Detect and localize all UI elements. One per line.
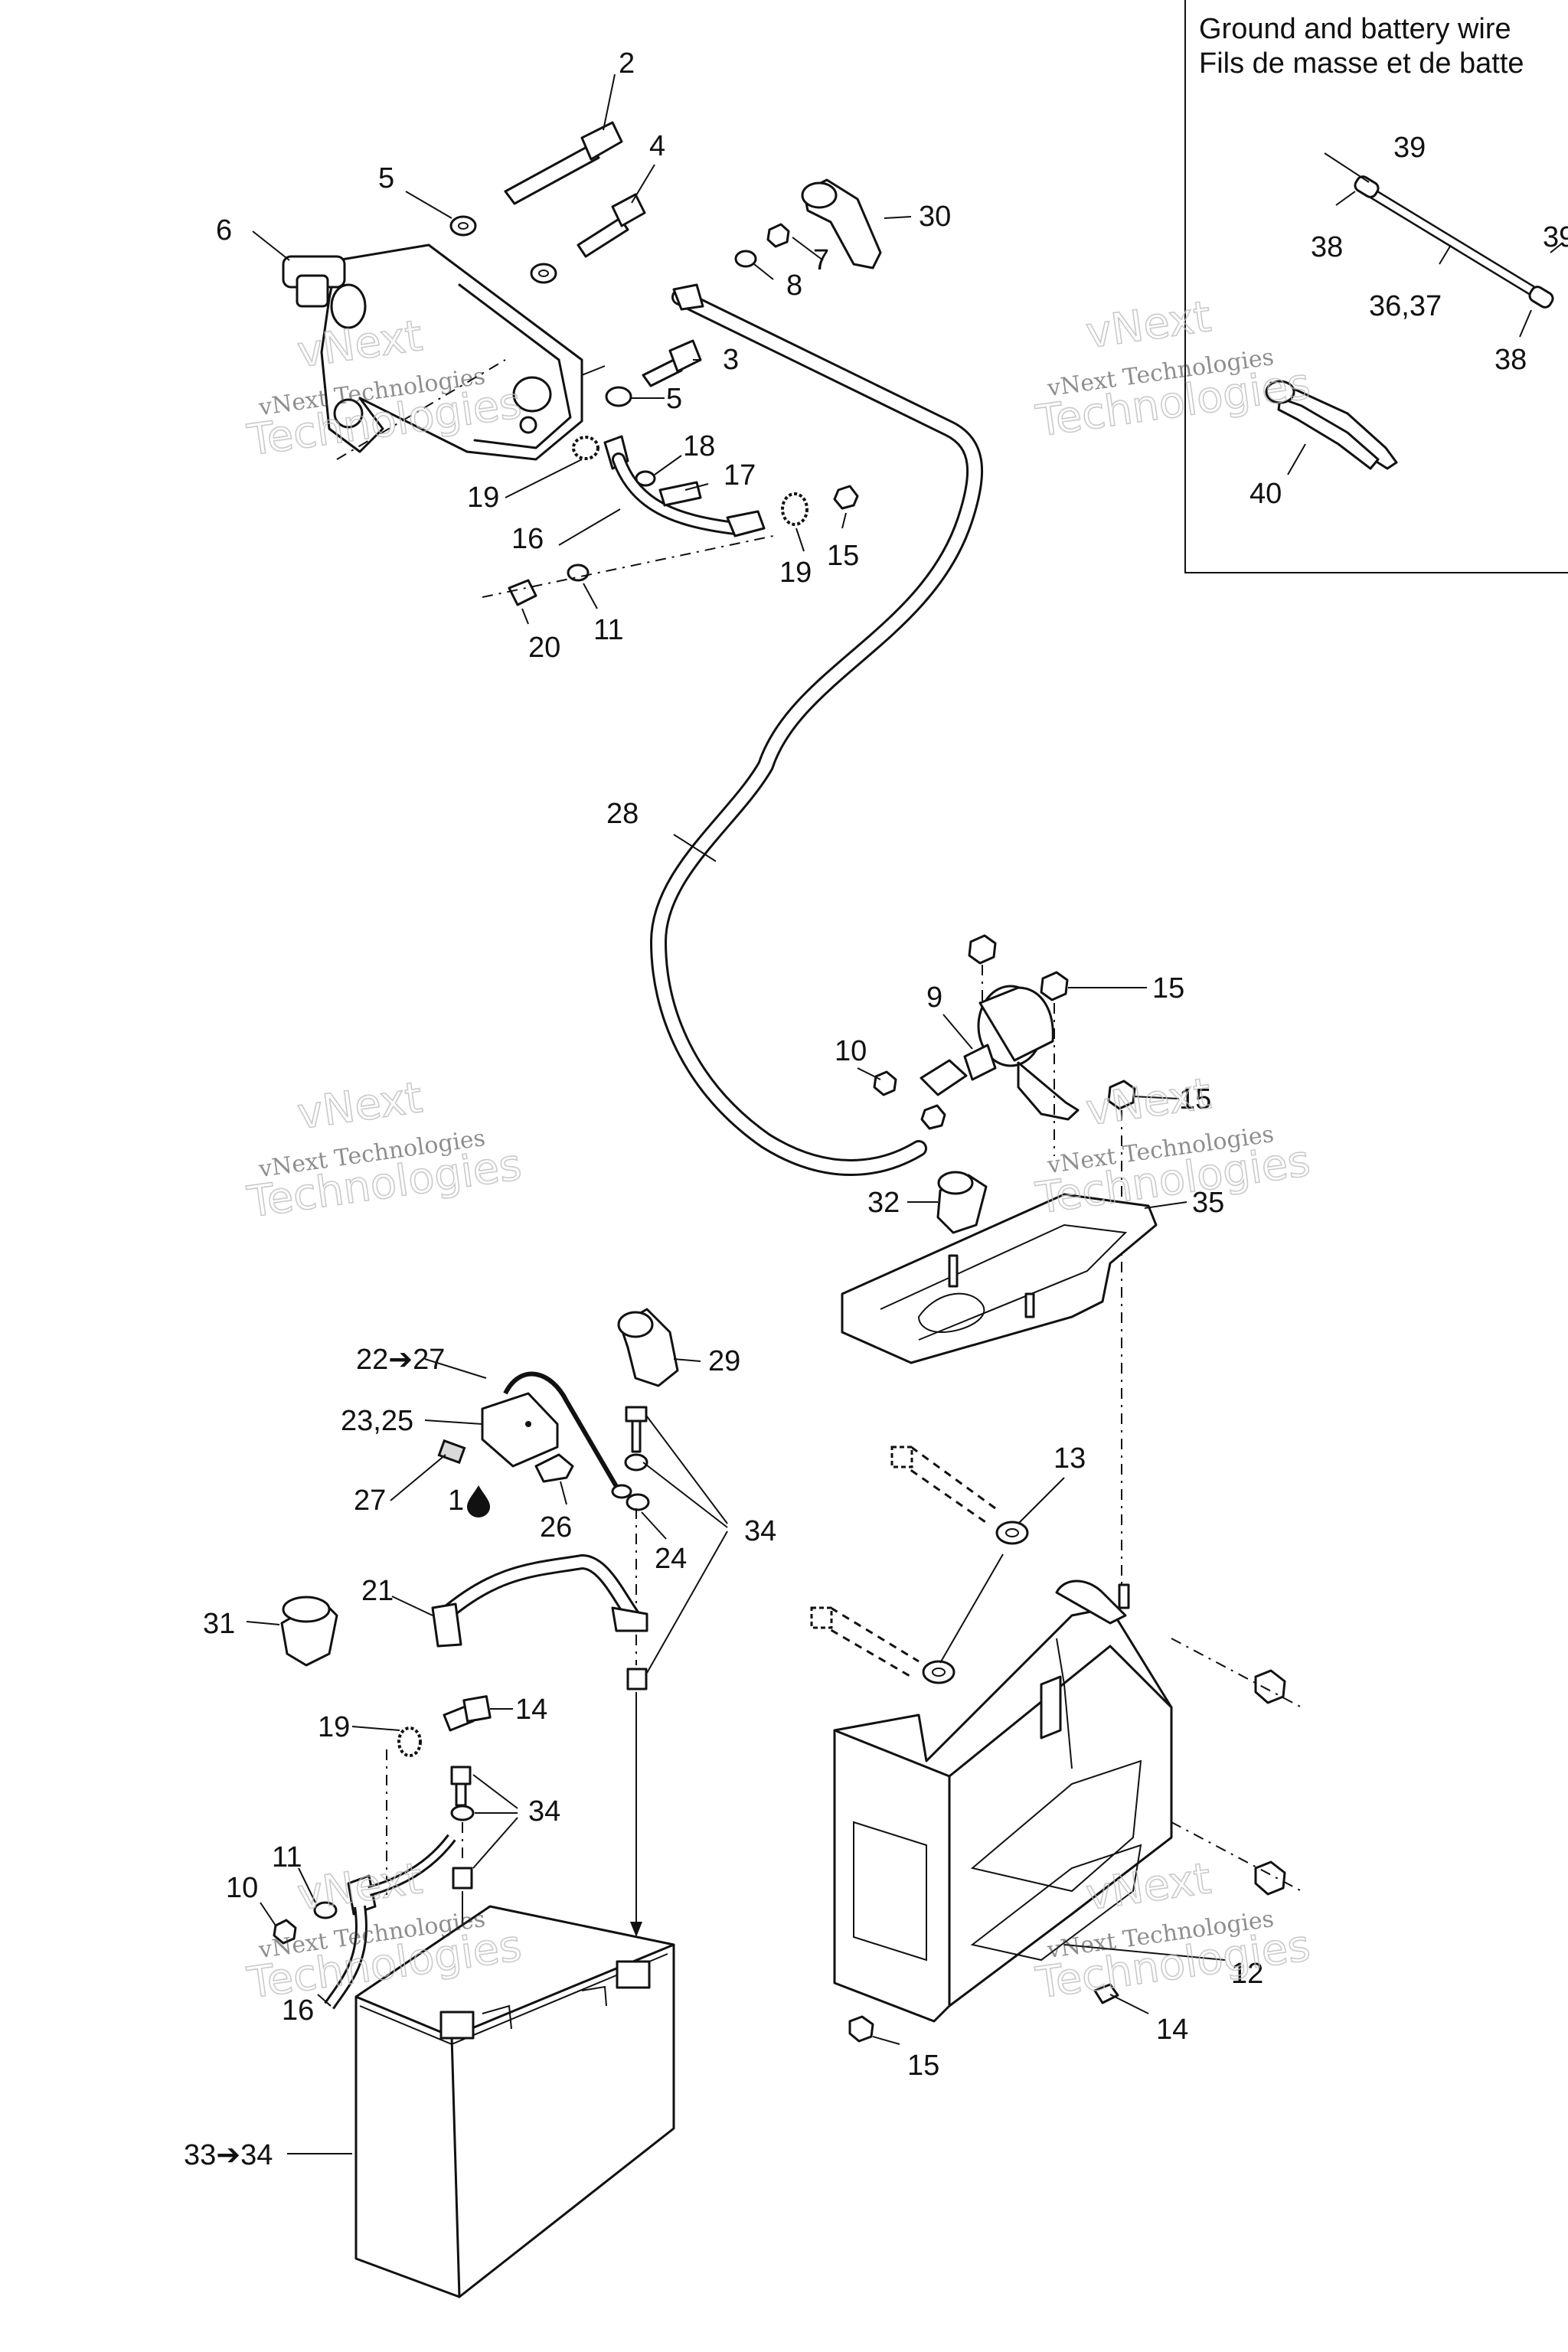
callout-34a: 34	[744, 1515, 776, 1547]
watermark-vnext-4: vNext	[1083, 1069, 1214, 1135]
callout-10b: 10	[226, 1872, 258, 1904]
battery-terminal-hardware-lower	[450, 1766, 475, 1890]
callout-9: 9	[926, 982, 942, 1014]
battery-ground-wire	[273, 1834, 456, 2010]
callout-19a: 19	[467, 482, 499, 514]
positive-cable-28	[650, 283, 984, 1176]
terminal-boot-29	[617, 1308, 679, 1387]
battery-cable-21	[431, 1553, 648, 1648]
callout-31: 31	[203, 1608, 235, 1640]
starter-bolts	[449, 121, 702, 407]
callout-39a: 39	[1393, 132, 1426, 164]
inset-title-line2: Fils de masse et de batte	[1199, 47, 1524, 80]
callout-15d: 15	[907, 2050, 939, 2082]
callout-15a: 15	[827, 540, 859, 572]
callout-3: 3	[723, 344, 739, 376]
callout-39b: 39	[1543, 221, 1568, 253]
ground-cable-inset	[1354, 175, 1554, 309]
watermark-vnext-5: vNext	[294, 1854, 425, 1920]
callout-15c: 15	[1179, 1083, 1211, 1116]
starter-motor	[282, 243, 606, 461]
callouts: 2 4 5 6 30 7 8 3 5 18 17 19 16 19 15 20 …	[184, 47, 1263, 2171]
inset-title-line1: Ground and battery wire	[1199, 13, 1511, 45]
callout-26: 26	[540, 1511, 572, 1544]
solenoid-nuts	[873, 934, 1136, 1110]
callout-5b: 5	[666, 383, 682, 415]
watermark-vnext-2: vNext	[1083, 292, 1214, 358]
callout-6: 6	[216, 214, 232, 247]
callout-28: 28	[606, 798, 639, 830]
callout-14a: 14	[515, 1694, 547, 1726]
callout-20: 20	[528, 632, 560, 664]
callout-22-27: 22➔27	[356, 1344, 445, 1376]
callout-38a: 38	[1311, 231, 1343, 263]
callout-35: 35	[1192, 1187, 1224, 1219]
battery-tray	[833, 1579, 1173, 2023]
crimp-tool	[1265, 380, 1398, 470]
callout-19c: 19	[318, 1711, 350, 1743]
oil-drop-icon	[467, 1485, 490, 1517]
watermark-vnext-3: vNext	[294, 1073, 425, 1139]
callout-21: 21	[361, 1575, 394, 1607]
terminal-boot-32	[936, 1171, 988, 1234]
callout-36-37: 36,37	[1369, 290, 1442, 322]
callout-14b: 14	[1156, 2014, 1188, 2046]
callout-16a: 16	[511, 523, 544, 555]
callout-11a: 11	[593, 614, 623, 646]
callout-32: 32	[867, 1187, 900, 1219]
solenoid-bracket	[841, 1193, 1158, 1364]
callout-29: 29	[708, 1345, 740, 1377]
starter-ground-wire	[508, 435, 859, 606]
leader-lines	[246, 74, 1226, 2154]
callout-1: 1	[448, 1485, 464, 1517]
callout-2: 2	[619, 47, 635, 80]
callout-7: 7	[813, 244, 829, 276]
terminal-boot-30	[801, 178, 882, 270]
callout-16b: 16	[282, 1994, 314, 2027]
callout-8: 8	[786, 270, 802, 302]
callout-15b: 15	[1152, 972, 1184, 1004]
callout-34b: 34	[528, 1795, 560, 1828]
callout-12: 12	[1231, 1958, 1263, 1990]
callout-17: 17	[724, 459, 756, 492]
callout-23-25: 23,25	[341, 1405, 413, 1437]
ground-bolt	[397, 1695, 492, 1757]
battery-terminal-hardware	[624, 1406, 648, 1690]
callout-10a: 10	[835, 1035, 867, 1067]
callout-18: 18	[683, 430, 715, 462]
callout-13: 13	[1054, 1442, 1086, 1475]
watermarks: vNext vNext Technologies Technologies vN…	[243, 291, 1314, 2009]
callout-27: 27	[354, 1485, 386, 1517]
fuse-holder	[437, 1371, 650, 1511]
callout-19b: 19	[779, 557, 812, 589]
callout-40: 40	[1250, 478, 1282, 510]
callout-24: 24	[655, 1543, 687, 1575]
callout-5a: 5	[378, 162, 394, 194]
battery	[354, 1905, 675, 2298]
callout-30: 30	[919, 201, 951, 233]
callout-11b: 11	[272, 1841, 302, 1873]
inset-panel: Ground and battery wire Fils de masse et…	[1184, 0, 1568, 573]
terminal-boot-31	[280, 1596, 338, 1667]
terminal-nut	[734, 223, 790, 268]
callout-33-34: 33➔34	[184, 2139, 273, 2171]
callout-4: 4	[649, 130, 665, 162]
solenoid	[920, 985, 1080, 1130]
callout-38b: 38	[1494, 344, 1527, 376]
